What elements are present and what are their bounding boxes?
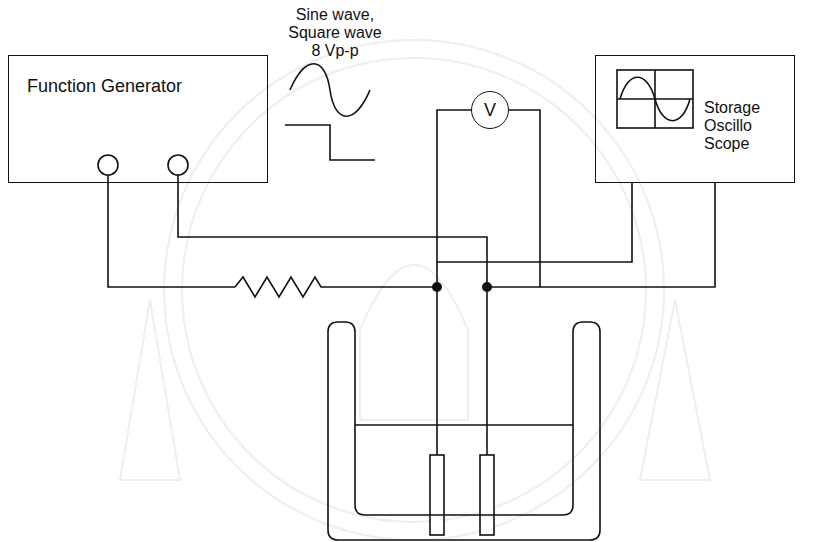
electrode [480, 455, 494, 535]
wire [487, 183, 715, 287]
wire [437, 110, 471, 287]
wire [436, 287, 438, 455]
wire [509, 110, 540, 287]
square-wave-icon [285, 125, 375, 160]
sine-wave-icon [290, 64, 370, 117]
wire [437, 183, 632, 262]
liquid-level [355, 424, 573, 426]
instrument-box: Storage Oscillo Scope [595, 55, 795, 183]
watermark-emblem [120, 40, 710, 540]
node-label: Storage Oscillo Scope [704, 99, 760, 153]
scope-screen [617, 70, 693, 128]
wire [486, 287, 488, 455]
electrode [430, 455, 444, 535]
wire [108, 175, 235, 287]
junction-dot [482, 282, 492, 292]
node-label: Function Generator [27, 76, 182, 96]
junction-dots [432, 282, 492, 292]
wire [178, 175, 487, 287]
waveform-label: Sine wave, Square wave 8 Vp-p [285, 6, 385, 60]
terminal [98, 155, 118, 175]
beaker [328, 322, 600, 540]
resistor-symbol [235, 277, 437, 297]
scope-trace [620, 77, 690, 121]
wiring [98, 64, 715, 540]
node-label: V [484, 100, 496, 120]
junction-dot [432, 282, 442, 292]
voltmeter-symbol: V [471, 91, 509, 129]
terminal [168, 155, 188, 175]
instrument-box: Function Generator [8, 55, 268, 183]
